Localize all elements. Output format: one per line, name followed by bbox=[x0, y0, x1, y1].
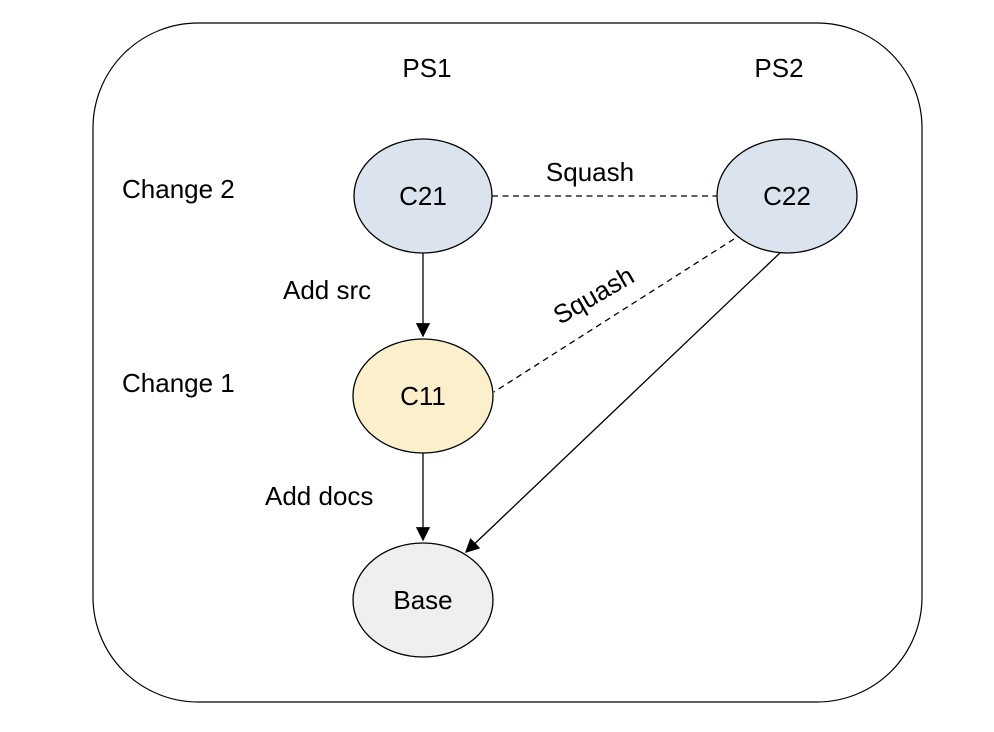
node-base-circle bbox=[352, 542, 494, 658]
row-label-change2: Change 2 bbox=[122, 174, 235, 204]
column-label-ps2: PS2 bbox=[754, 53, 803, 83]
row-label-change1: Change 1 bbox=[122, 368, 235, 398]
edge-c22-to-base-arrow bbox=[464, 250, 783, 553]
column-label-ps1: PS1 bbox=[402, 53, 451, 83]
node-c21-label: C21 bbox=[399, 181, 447, 211]
node-c11-circle bbox=[352, 338, 494, 454]
edge-label-squash-diagonal: Squash bbox=[548, 260, 639, 330]
node-c22-label: C22 bbox=[763, 181, 811, 211]
node-c21-circle bbox=[353, 138, 493, 254]
edge-label-add-src: Add src bbox=[283, 275, 371, 305]
diagram-border bbox=[92, 22, 923, 703]
node-base-label: Base bbox=[393, 585, 452, 615]
node-c11-label: C11 bbox=[400, 381, 446, 411]
edge-c22-c11-squash-dashed bbox=[493, 238, 735, 393]
node-c22-circle bbox=[716, 138, 858, 254]
edge-label-squash-horizontal: Squash bbox=[546, 157, 634, 187]
edge-label-add-docs: Add docs bbox=[265, 481, 373, 511]
